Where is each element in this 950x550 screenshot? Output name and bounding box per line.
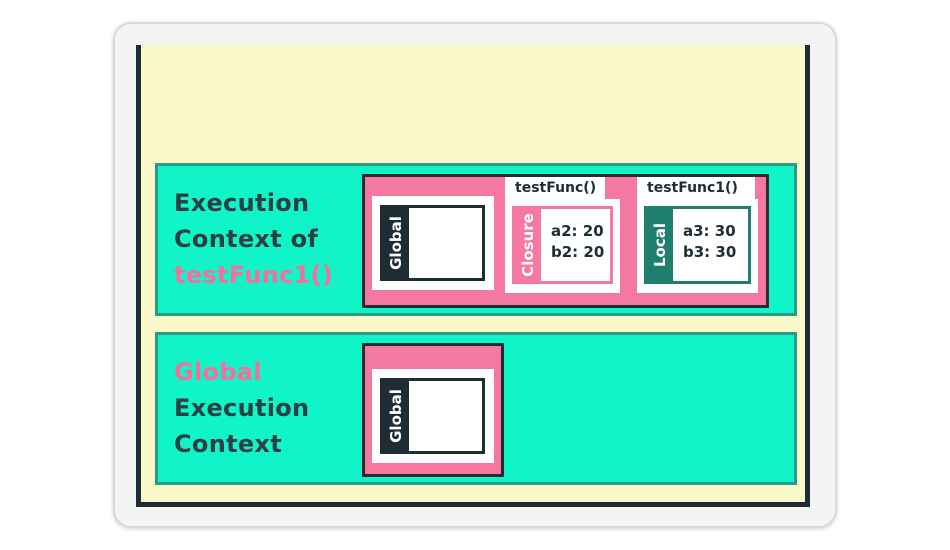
scope-chain: Global testFunc() Closure a2: 20 b2: 20 <box>362 174 769 308</box>
closure-variable: a2: 20 <box>551 222 604 240</box>
closure-scope: Closure a2: 20 b2: 20 <box>505 199 620 293</box>
context-title-line1: Global <box>174 358 262 386</box>
closure-variable: b2: 20 <box>551 243 605 261</box>
context-title-line3: Context <box>174 430 282 458</box>
global-scope: Global <box>372 196 494 290</box>
context-title-function: testFunc1() <box>174 261 334 289</box>
scope-chain: Global <box>362 343 504 477</box>
closure-variables: a2: 20 b2: 20 <box>551 221 604 263</box>
local-scope-tag: Local <box>647 209 673 281</box>
global-execution-context: Global Execution Context Global <box>155 332 797 485</box>
global-scope-box: Global <box>380 205 485 281</box>
global-scope-tag: Global <box>383 208 409 278</box>
local-scope-box: Local a3: 30 b3: 30 <box>644 206 751 284</box>
call-stack-area: Execution Context of testFunc1() Global … <box>136 45 810 507</box>
execution-context-testfunc1: Execution Context of testFunc1() Global … <box>155 163 797 316</box>
local-variable: a3: 30 <box>683 222 736 240</box>
closure-scope-box: Closure a2: 20 b2: 20 <box>512 206 613 284</box>
global-scope-box: Global <box>380 378 485 454</box>
closure-scope-tag: Closure <box>515 209 541 281</box>
global-scope: Global <box>372 369 494 463</box>
local-scope: Local a3: 30 b3: 30 <box>637 199 758 293</box>
context-title-line2: Execution <box>174 394 310 422</box>
closure-scope-header: testFunc() <box>505 177 605 201</box>
context-title-line1: Execution <box>174 189 310 217</box>
global-scope-tag: Global <box>383 381 409 451</box>
context-title: Global Execution Context <box>174 354 309 462</box>
local-variables: a3: 30 b3: 30 <box>683 221 736 263</box>
local-scope-header: testFunc1() <box>637 177 755 201</box>
context-title-line2: Context of <box>174 225 319 253</box>
context-title: Execution Context of testFunc1() <box>174 185 333 293</box>
local-variable: b3: 30 <box>683 243 737 261</box>
